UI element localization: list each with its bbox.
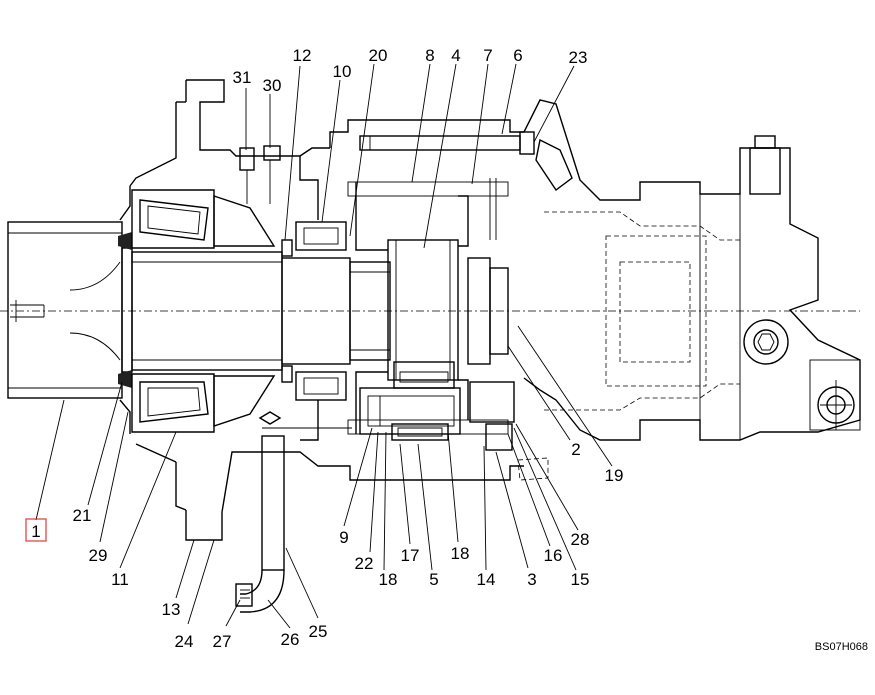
callout-8: 8 xyxy=(425,46,434,65)
callout-labels: 1 2 3 4 5 6 7 8 9 10 11 12 13 14 15 16 1… xyxy=(25,46,868,653)
main-bearing-lower xyxy=(131,373,276,433)
callout-20: 20 xyxy=(369,46,388,65)
callout-2: 2 xyxy=(571,440,580,459)
callout-15: 15 xyxy=(571,570,590,589)
callout-4: 4 xyxy=(451,46,460,65)
callout-6: 6 xyxy=(513,46,522,65)
callout-27: 27 xyxy=(213,632,232,651)
planetary-gear-set xyxy=(359,178,515,451)
callout-14: 14 xyxy=(477,570,496,589)
main-bearing-upper xyxy=(131,189,276,249)
output-hub xyxy=(7,221,133,399)
secondary-bearing xyxy=(281,221,347,401)
hydraulic-motor xyxy=(523,99,861,441)
callout-21: 21 xyxy=(73,506,92,525)
callout-19: 19 xyxy=(605,466,624,485)
spindle-shaft xyxy=(131,251,391,371)
callout-1: 1 xyxy=(31,522,40,541)
callout-30: 30 xyxy=(263,76,282,95)
callout-26: 26 xyxy=(281,630,300,649)
callout-17: 17 xyxy=(401,546,420,565)
callout-5: 5 xyxy=(429,570,438,589)
callout-28: 28 xyxy=(571,530,590,549)
highlight-box xyxy=(25,518,47,542)
callout-11: 11 xyxy=(111,570,129,589)
callout-9: 9 xyxy=(339,528,348,547)
callout-3: 3 xyxy=(527,570,536,589)
callout-10: 10 xyxy=(333,62,352,81)
callout-23: 23 xyxy=(569,48,588,67)
callout-24: 24 xyxy=(175,632,194,651)
callout-18-lower: 18 xyxy=(379,570,398,589)
callout-7: 7 xyxy=(483,46,492,65)
drain-pipe xyxy=(235,145,549,613)
housing xyxy=(119,79,524,541)
callout-13: 13 xyxy=(162,600,181,619)
callout-18-upper: 18 xyxy=(451,544,470,563)
leader-lines xyxy=(35,63,613,629)
callout-16: 16 xyxy=(544,546,563,565)
cover-bolt xyxy=(359,131,535,155)
reference-code: BS07H068 xyxy=(815,641,868,653)
callout-12: 12 xyxy=(293,46,312,65)
callout-29: 29 xyxy=(89,546,108,565)
callout-25: 25 xyxy=(309,622,328,641)
callout-22: 22 xyxy=(355,554,374,573)
callout-31: 31 xyxy=(233,68,252,87)
